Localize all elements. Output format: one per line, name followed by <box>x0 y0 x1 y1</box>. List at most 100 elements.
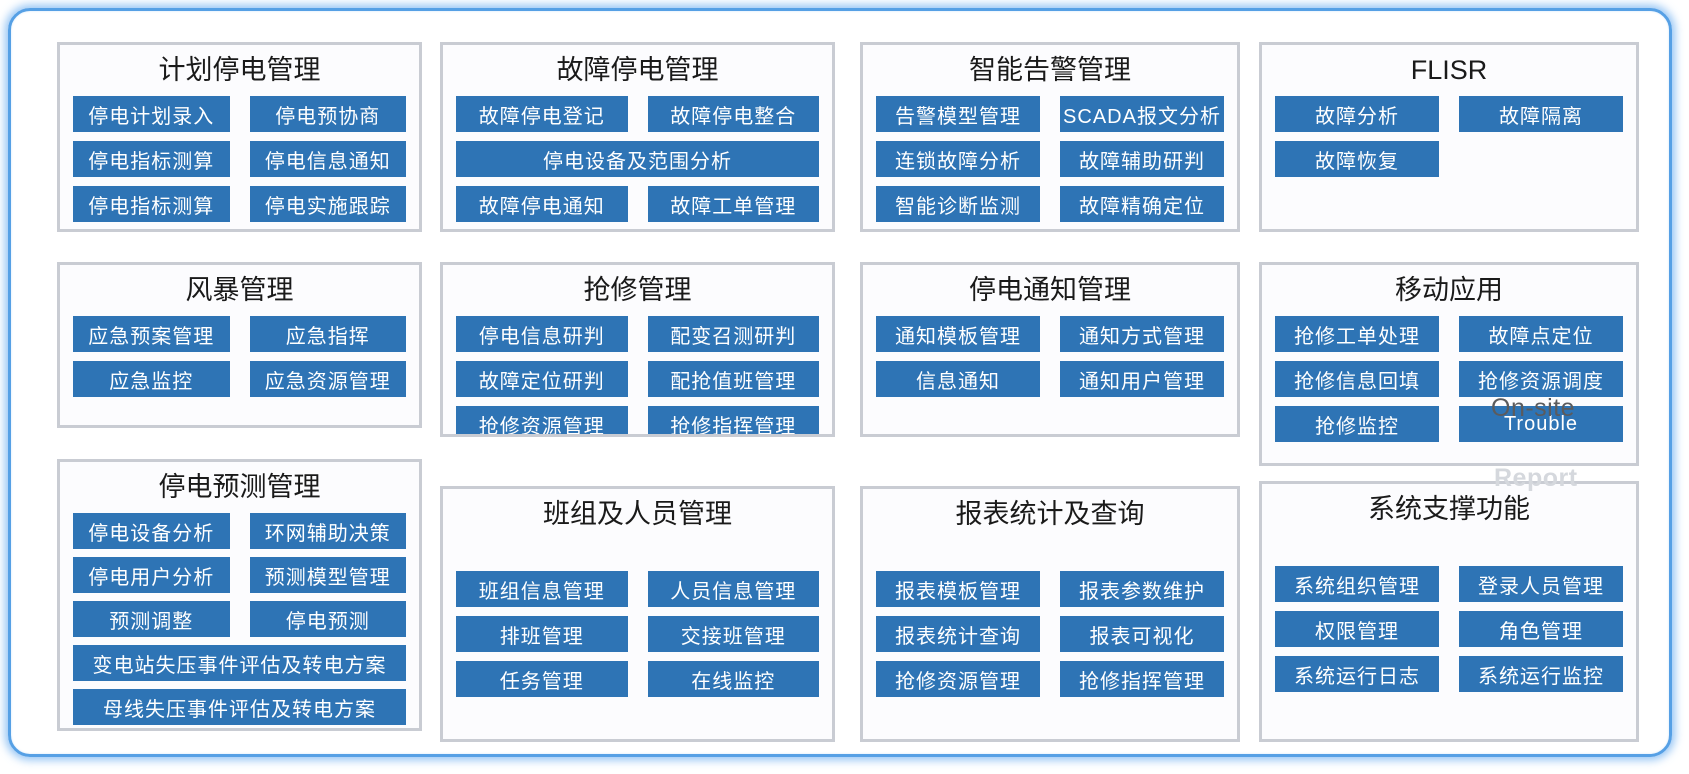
panel-storm-management: 风暴管理 应急预案管理 应急指挥 应急监控 应急资源管理 <box>57 262 422 428</box>
module-button[interactable]: 任务管理 <box>456 661 628 697</box>
module-button[interactable]: 故障精确定位 <box>1060 186 1224 222</box>
button-grid: 报表模板管理 报表参数维护 报表统计查询 报表可视化 抢修资源管理 抢修指挥管理 <box>876 571 1224 697</box>
panel-title: 班组及人员管理 <box>543 499 732 529</box>
module-button[interactable]: 停电指标测算 <box>73 186 230 222</box>
module-button[interactable]: 抢修信息回填 <box>1275 361 1439 397</box>
module-button[interactable]: 抢修工单处理 <box>1275 316 1439 352</box>
module-button[interactable]: 故障隔离 <box>1459 96 1623 132</box>
module-button[interactable]: 故障停电登记 <box>456 96 628 132</box>
module-button[interactable]: 故障定位研判 <box>456 361 628 397</box>
module-button[interactable]: 配变召测研判 <box>647 316 819 352</box>
module-button[interactable]: 应急指挥 <box>249 316 406 352</box>
module-button[interactable]: 应急资源管理 <box>249 361 406 397</box>
panel-title: 系统支撑功能 <box>1368 494 1530 524</box>
button-grid: 系统组织管理 登录人员管理 权限管理 角色管理 系统运行日志 系统运行监控 <box>1275 566 1623 692</box>
module-button[interactable]: SCADA报文分析 <box>1060 96 1224 132</box>
panel-title: 风暴管理 <box>185 275 294 305</box>
module-button[interactable]: 配抢值班管理 <box>647 361 819 397</box>
module-button[interactable]: 停电预协商 <box>249 96 406 132</box>
button-grid: 抢修工单处理 故障点定位 抢修信息回填 抢修资源调度 抢修监控 Trouble <box>1275 316 1623 442</box>
module-button[interactable]: 交接班管理 <box>647 616 819 652</box>
panel-mobile-app: 移动应用 抢修工单处理 故障点定位 抢修信息回填 抢修资源调度 抢修监控 Tro… <box>1259 262 1639 466</box>
module-button[interactable]: 故障分析 <box>1275 96 1439 132</box>
panel-title: 抢修管理 <box>583 275 692 305</box>
panel-outage-forecast-management: 停电预测管理 停电设备分析 环网辅助决策 停电用户分析 预测模型管理 预测调整 … <box>57 459 422 731</box>
panel-title: 智能告警管理 <box>969 55 1131 85</box>
module-button[interactable]: 系统组织管理 <box>1275 566 1439 602</box>
module-button[interactable]: 抢修监控 <box>1275 406 1439 442</box>
module-button[interactable]: 人员信息管理 <box>647 571 819 607</box>
module-button[interactable]: 抢修指挥管理 <box>1060 661 1224 697</box>
panel-outage-notification-management: 停电通知管理 通知模板管理 通知方式管理 信息通知 通知用户管理 <box>860 262 1240 437</box>
module-button[interactable]: 停电计划录入 <box>73 96 230 132</box>
module-button[interactable]: 报表参数维护 <box>1060 571 1224 607</box>
module-button[interactable]: 预测调整 <box>73 601 230 637</box>
module-button[interactable]: 系统运行日志 <box>1275 656 1439 692</box>
module-button[interactable]: 故障点定位 <box>1459 316 1623 352</box>
module-button[interactable]: 预测模型管理 <box>249 557 406 593</box>
module-button[interactable]: 抢修指挥管理 <box>647 406 819 434</box>
module-button[interactable]: 应急预案管理 <box>73 316 230 352</box>
module-button[interactable]: 排班管理 <box>456 616 628 652</box>
module-button[interactable]: 故障工单管理 <box>647 186 819 222</box>
panel-system-support: 系统支撑功能 系统组织管理 登录人员管理 权限管理 角色管理 系统运行日志 系统… <box>1259 481 1639 742</box>
panel-title: 停电通知管理 <box>969 275 1131 305</box>
module-button[interactable]: 报表统计查询 <box>876 616 1040 652</box>
panel-intelligent-alarm-management: 智能告警管理 告警模型管理 SCADA报文分析 连锁故障分析 故障辅助研判 智能… <box>860 42 1240 232</box>
module-button[interactable]: 故障恢复 <box>1275 141 1439 177</box>
overlay-on-site-label: On-site <box>1491 394 1576 422</box>
panel-repair-management: 抢修管理 停电信息研判 配变召测研判 故障定位研判 配抢值班管理 抢修资源管理 … <box>440 262 835 437</box>
module-button[interactable]: 停电指标测算 <box>73 141 230 177</box>
panel-flisr: FLISR 故障分析 故障隔离 故障恢复 <box>1259 42 1639 232</box>
module-button[interactable]: 停电信息通知 <box>249 141 406 177</box>
module-button[interactable]: 应急监控 <box>73 361 230 397</box>
panel-fault-outage-management: 故障停电管理 故障停电登记 故障停电整合 停电设备及范围分析 故障停电通知 故障… <box>440 42 835 232</box>
module-button[interactable]: 故障停电整合 <box>647 96 819 132</box>
module-button[interactable]: 智能诊断监测 <box>876 186 1040 222</box>
module-button[interactable]: 班组信息管理 <box>456 571 628 607</box>
module-button[interactable]: 通知模板管理 <box>876 316 1040 352</box>
module-button[interactable]: 停电预测 <box>249 601 406 637</box>
button-grid: 告警模型管理 SCADA报文分析 连锁故障分析 故障辅助研判 智能诊断监测 故障… <box>876 96 1224 222</box>
module-button[interactable]: 停电用户分析 <box>73 557 230 593</box>
module-button[interactable]: 通知方式管理 <box>1060 316 1224 352</box>
panel-title: 报表统计及查询 <box>955 499 1145 529</box>
button-grid: 停电信息研判 配变召测研判 故障定位研判 配抢值班管理 抢修资源管理 抢修指挥管… <box>456 316 819 434</box>
module-button[interactable]: 系统运行监控 <box>1459 656 1623 692</box>
module-button[interactable]: 角色管理 <box>1459 611 1623 647</box>
module-button[interactable]: 停电实施跟踪 <box>249 186 406 222</box>
button-grid: 停电计划录入 停电预协商 停电指标测算 停电信息通知 停电指标测算 停电实施跟踪 <box>73 96 406 222</box>
module-button[interactable]: 报表模板管理 <box>876 571 1040 607</box>
module-button[interactable]: 抢修资源管理 <box>456 406 628 434</box>
overlay-report-label: Report <box>1494 464 1578 492</box>
button-grid: 通知模板管理 通知方式管理 信息通知 通知用户管理 <box>876 316 1224 397</box>
panel-title: 停电预测管理 <box>158 472 321 502</box>
module-button[interactable]: 停电设备分析 <box>73 513 230 549</box>
button-grid: 故障停电登记 故障停电整合 停电设备及范围分析 故障停电通知 故障工单管理 <box>456 96 819 222</box>
panel-title: FLISR <box>1410 55 1488 85</box>
module-button[interactable]: Trouble <box>1459 406 1623 442</box>
module-button[interactable]: 故障停电通知 <box>456 186 628 222</box>
button-grid: 故障分析 故障隔离 故障恢复 <box>1275 96 1623 177</box>
module-button[interactable]: 报表可视化 <box>1060 616 1224 652</box>
module-button[interactable]: 连锁故障分析 <box>876 141 1040 177</box>
module-button[interactable]: 变电站失压事件评估及转电方案 <box>73 645 406 681</box>
module-button[interactable]: 故障辅助研判 <box>1060 141 1224 177</box>
module-button[interactable]: 母线失压事件评估及转电方案 <box>73 689 406 725</box>
button-grid: 停电设备分析 环网辅助决策 停电用户分析 预测模型管理 预测调整 停电预测 变电… <box>73 513 406 725</box>
panel-title: 计划停电管理 <box>158 55 321 85</box>
module-button[interactable]: 告警模型管理 <box>876 96 1040 132</box>
module-button[interactable]: 环网辅助决策 <box>249 513 406 549</box>
module-button[interactable]: 权限管理 <box>1275 611 1439 647</box>
module-button[interactable]: 在线监控 <box>647 661 819 697</box>
module-button[interactable]: 通知用户管理 <box>1060 361 1224 397</box>
panel-report-statistics-query: 报表统计及查询 报表模板管理 报表参数维护 报表统计查询 报表可视化 抢修资源管… <box>860 486 1240 742</box>
module-button[interactable]: 抢修资源调度 <box>1459 361 1623 397</box>
module-button[interactable]: 抢修资源管理 <box>876 661 1040 697</box>
panel-title: 故障停电管理 <box>556 55 719 85</box>
module-button[interactable]: 停电信息研判 <box>456 316 628 352</box>
module-button[interactable]: 信息通知 <box>876 361 1040 397</box>
module-button[interactable]: 登录人员管理 <box>1459 566 1623 602</box>
module-button[interactable]: 停电设备及范围分析 <box>456 141 819 177</box>
